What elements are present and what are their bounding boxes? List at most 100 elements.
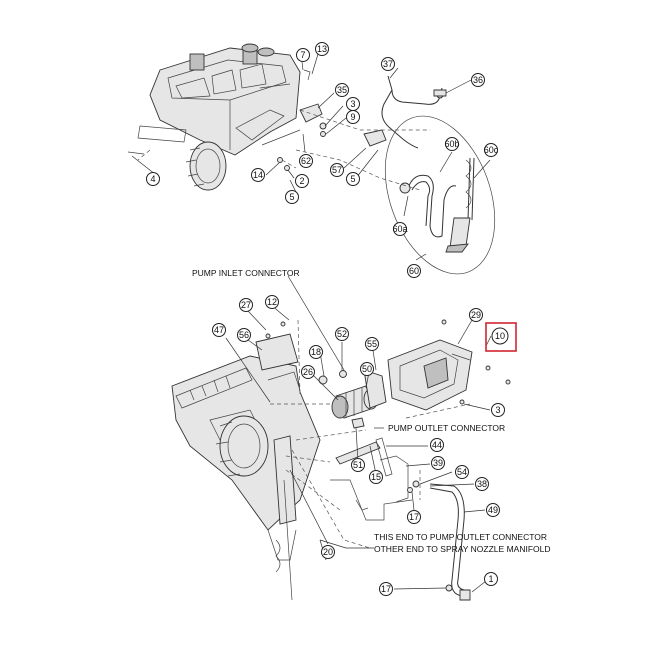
svg-text:29: 29 (471, 310, 481, 320)
callout-36: 36 (471, 73, 485, 87)
svg-text:27: 27 (241, 300, 251, 310)
svg-text:56: 56 (239, 330, 249, 340)
callout-3-bottom: 3 (491, 403, 505, 417)
top-dashed-lines (137, 109, 430, 191)
svg-text:57: 57 (332, 165, 342, 175)
callout-10: 10 (491, 327, 509, 345)
svg-text:35: 35 (337, 85, 347, 95)
pump-cover-29 (387, 319, 511, 411)
group-60 (384, 115, 496, 275)
callout-1: 1 (484, 572, 498, 586)
svg-text:47: 47 (214, 325, 224, 335)
svg-text:39: 39 (433, 458, 443, 468)
bracket-39 (330, 455, 413, 521)
top-machine-body (137, 43, 301, 191)
callout-60a: 60a (392, 222, 408, 236)
svg-text:62: 62 (301, 156, 311, 166)
svg-text:51: 51 (353, 460, 363, 470)
callout-56: 56 (237, 328, 251, 342)
callout-44: 44 (430, 438, 444, 452)
svg-text:60a: 60a (392, 224, 407, 234)
callout-15: 15 (369, 470, 383, 484)
top-fittings (127, 69, 387, 171)
callout-54: 54 (455, 465, 469, 479)
callout-20: 20 (321, 545, 335, 559)
svg-text:55: 55 (367, 339, 377, 349)
callout-51: 51 (351, 458, 365, 472)
callout-2: 2 (295, 174, 309, 188)
callout-52: 52 (335, 327, 349, 341)
svg-text:36: 36 (473, 75, 483, 85)
callout-13: 13 (315, 42, 329, 56)
callout-17-low: 17 (379, 582, 393, 596)
callout-50: 50 (360, 362, 374, 376)
svg-text:17: 17 (409, 512, 419, 522)
callout-60b: 60b (444, 137, 460, 151)
note-hose-end-1: THIS END TO PUMP OUTLET CONNECTOR (374, 532, 547, 542)
pump-assembly (318, 369, 387, 429)
callout-60: 60 (407, 264, 421, 278)
callout-27: 27 (239, 298, 253, 312)
bottom-dashed-lines (270, 319, 471, 549)
callout-5-top-a: 5 (346, 172, 360, 186)
callout-35: 35 (335, 83, 349, 97)
svg-text:60c: 60c (484, 145, 499, 155)
svg-text:38: 38 (477, 479, 487, 489)
callout-4: 4 (146, 172, 160, 186)
svg-text:52: 52 (337, 329, 347, 339)
svg-text:20: 20 (323, 547, 333, 557)
callout-60c: 60c (484, 143, 499, 157)
hose-37 (381, 75, 447, 149)
svg-text:10: 10 (495, 331, 505, 341)
svg-text:12: 12 (267, 297, 277, 307)
svg-text:4: 4 (150, 174, 155, 184)
bottom-leaders (225, 275, 492, 593)
svg-text:54: 54 (457, 467, 467, 477)
callout-47: 47 (212, 323, 226, 337)
plate-56 (255, 321, 299, 371)
svg-text:60: 60 (409, 266, 419, 276)
callout-39: 39 (431, 456, 445, 470)
svg-text:18: 18 (311, 347, 321, 357)
svg-text:15: 15 (371, 472, 381, 482)
svg-text:3: 3 (350, 99, 355, 109)
callout-29: 29 (469, 308, 483, 322)
svg-text:3: 3 (495, 405, 500, 415)
svg-text:49: 49 (488, 505, 498, 515)
svg-text:44: 44 (432, 440, 442, 450)
svg-text:60b: 60b (444, 139, 459, 149)
callout-3-top: 3 (346, 97, 360, 111)
svg-text:7: 7 (300, 50, 305, 60)
hose-49 (407, 480, 471, 601)
callout-17-mid: 17 (407, 510, 421, 524)
svg-text:50: 50 (362, 364, 372, 374)
svg-text:5: 5 (289, 192, 294, 202)
callout-26: 26 (301, 365, 315, 379)
svg-text:2: 2 (299, 176, 304, 186)
callout-55: 55 (365, 337, 379, 351)
top-leaders (131, 53, 491, 261)
note-pump-outlet: PUMP OUTLET CONNECTOR (388, 423, 505, 433)
highlight-box-10 (485, 322, 517, 352)
svg-text:14: 14 (253, 170, 263, 180)
callout-7: 7 (296, 48, 310, 62)
svg-text:37: 37 (383, 59, 393, 69)
callout-37: 37 (381, 57, 395, 71)
svg-text:5: 5 (350, 174, 355, 184)
svg-text:13: 13 (317, 44, 327, 54)
callout-49: 49 (486, 503, 500, 517)
note-pump-inlet: PUMP INLET CONNECTOR (192, 268, 300, 278)
bracket-44 (335, 437, 393, 477)
bottom-machine-body (171, 355, 321, 601)
svg-text:9: 9 (350, 112, 355, 122)
svg-text:26: 26 (303, 367, 313, 377)
svg-text:17: 17 (381, 584, 391, 594)
callout-12: 12 (265, 295, 279, 309)
callout-5-top-b: 5 (285, 190, 299, 204)
callout-18: 18 (309, 345, 323, 359)
note-hose-end-2: OTHER END TO SPRAY NOZZLE MANIFOLD (374, 544, 550, 554)
callout-14: 14 (251, 168, 265, 182)
callout-62: 62 (299, 154, 313, 168)
callout-57: 57 (330, 163, 344, 177)
